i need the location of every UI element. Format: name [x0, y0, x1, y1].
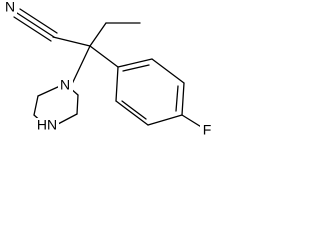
fluorine-label: F — [203, 122, 212, 138]
bonds — [13, 8, 204, 129]
piperazine-bond-1 — [37, 85, 61, 97]
ethyl-bond-1 — [89, 22, 107, 47]
aryl-bond-4 — [147, 114, 183, 126]
carbon-to-piperazine-bond — [71, 45, 91, 85]
fluorine-bond — [181, 114, 204, 129]
nitrile-n-label-mask — [3, 1, 17, 15]
nitrile-nitrogen-label: N — [5, 0, 15, 15]
nitrile-triple-bond-2 — [16, 12, 55, 38]
aryl-bond-2 — [151, 58, 185, 84]
piperazine-bond-5 — [76, 94, 79, 115]
nitrile-carbon-bond — [52, 36, 91, 47]
piperazine-n1-label-mask — [58, 78, 73, 93]
aryl-bond-1 — [117, 58, 153, 68]
aryl-double-bond-3 — [121, 100, 147, 120]
atom-labels: N N HN F — [3, 0, 213, 138]
aryl-double-bond-2 — [175, 85, 179, 112]
molecule-structure-diagram: N N HN F — [3, 0, 213, 138]
nitrile-triple-bond-3 — [13, 16, 52, 42]
carbon-to-aryl-bond — [89, 45, 119, 68]
piperazine-bond-2 — [33, 95, 39, 116]
piperazine-nitrogen-label: N — [60, 77, 70, 93]
aryl-bond-5 — [115, 100, 149, 126]
piperazine-bond-4 — [57, 113, 78, 125]
aryl-bond-6 — [115, 66, 119, 102]
fluorine-label-mask — [200, 124, 213, 138]
nitrile-triple-bond-1 — [19, 8, 58, 34]
piperazine-nh-label: HN — [37, 117, 57, 133]
piperazine-nh-label-mask — [35, 118, 59, 133]
aryl-bond-3 — [181, 82, 185, 116]
aryl-double-bond-1 — [122, 64, 150, 72]
